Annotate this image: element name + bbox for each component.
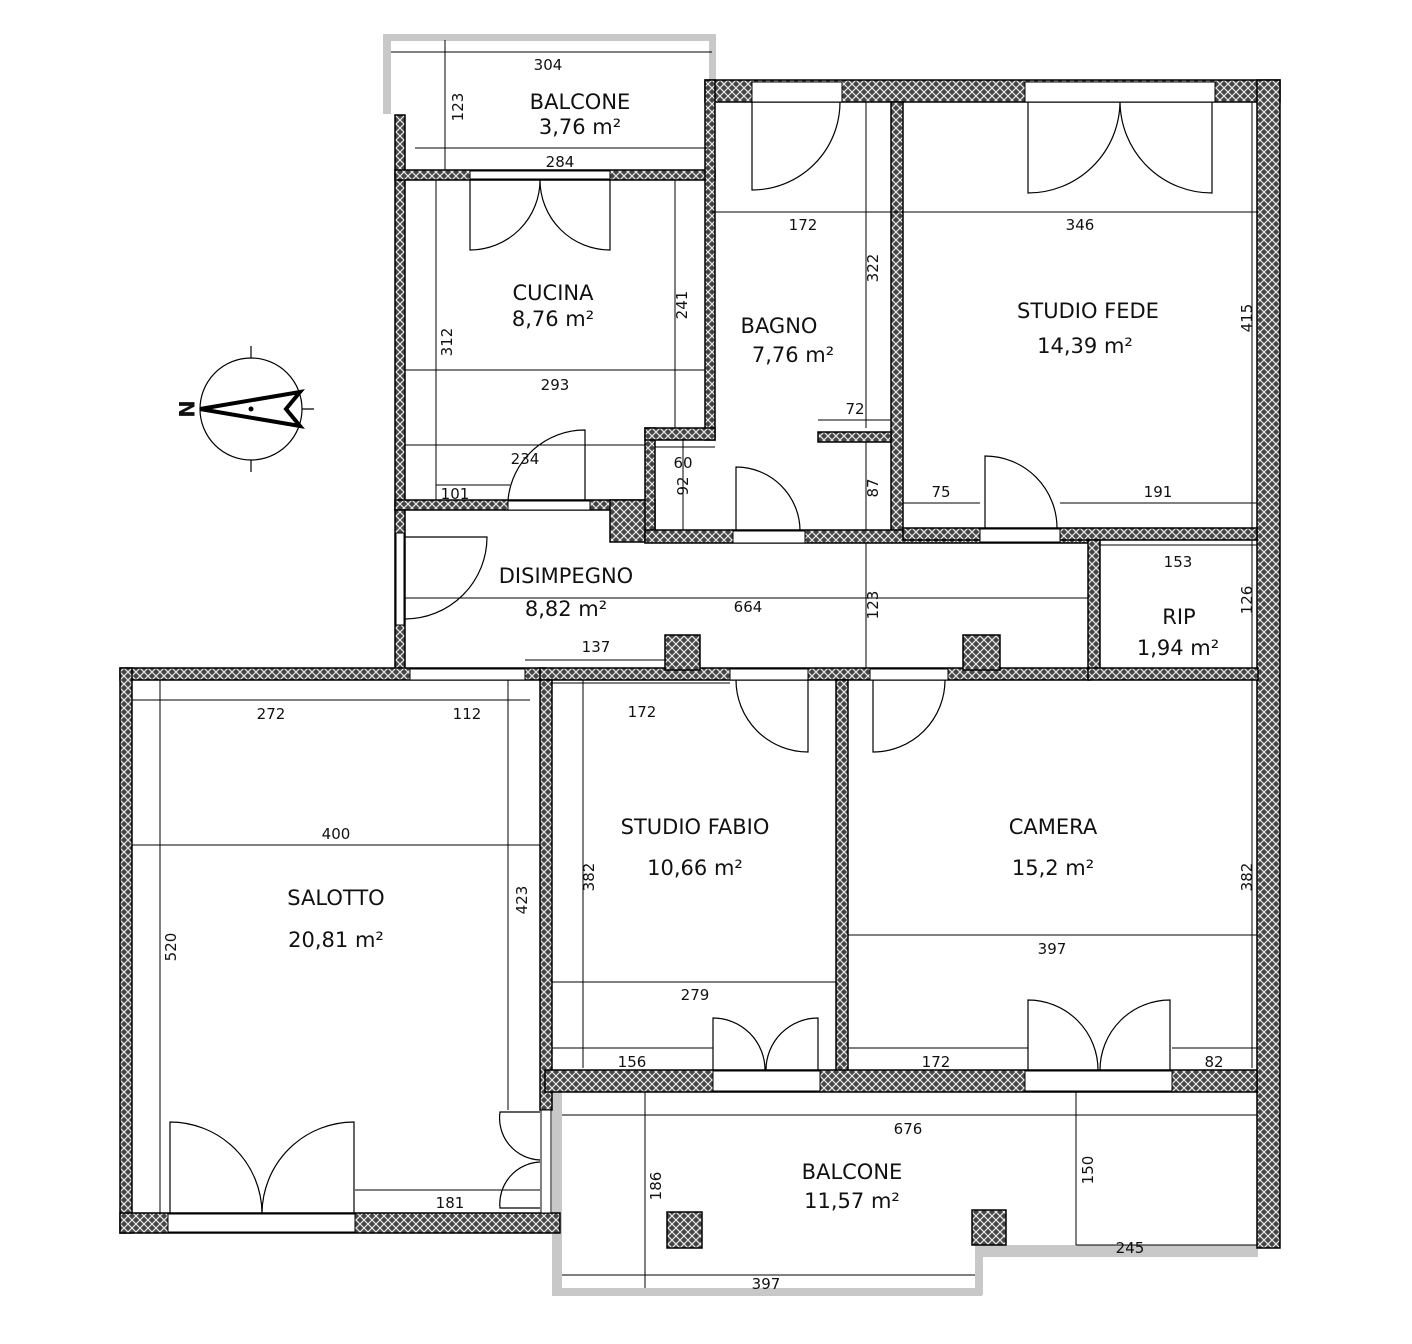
- dimension-label: 92: [674, 476, 692, 495]
- dimension-label: 137: [582, 638, 611, 656]
- dimension-label: 397: [1038, 940, 1067, 958]
- room-area: 8,76 m²: [512, 307, 594, 331]
- dimension-label: 172: [922, 1053, 951, 1071]
- dimension-label: 172: [789, 216, 818, 234]
- room-area: 10,66 m²: [647, 856, 743, 880]
- dimension-label: 186: [647, 1172, 665, 1201]
- room-area: 11,57 m²: [804, 1189, 900, 1213]
- dimension-label: 304: [534, 56, 563, 74]
- doors: [169, 101, 1213, 1214]
- room-name: CUCINA: [513, 281, 595, 305]
- dimension-label: 382: [1238, 863, 1256, 892]
- room-name: STUDIO FABIO: [621, 815, 770, 839]
- room-area: 15,2 m²: [1012, 856, 1094, 880]
- dimension-label: 272: [257, 705, 286, 723]
- dimension-label: 75: [931, 483, 950, 501]
- dimension-label: 123: [864, 591, 882, 620]
- dimension-label: 520: [162, 933, 180, 962]
- dimension-label: 153: [1164, 553, 1193, 571]
- room-name: STUDIO FEDE: [1017, 299, 1159, 323]
- dimension-label: 123: [449, 93, 467, 122]
- compass-arrow-icon: [199, 389, 305, 429]
- dimension-label: 126: [1238, 586, 1256, 615]
- room-name: DISIMPEGNO: [499, 564, 633, 588]
- dimension-label: 234: [511, 450, 540, 468]
- room-name: CAMERA: [1009, 815, 1098, 839]
- dimension-lines: [132, 40, 1257, 1288]
- room-area: 14,39 m²: [1037, 334, 1133, 358]
- dimension-label: 664: [734, 598, 763, 616]
- dimension-label: 322: [864, 254, 882, 283]
- dimension-label: 293: [541, 376, 570, 394]
- room-name: BAGNO: [741, 314, 818, 338]
- dimension-label: 60: [673, 454, 692, 472]
- dimension-label: 112: [453, 705, 482, 723]
- dimension-label: 423: [513, 886, 531, 915]
- dimension-label: 101: [441, 485, 470, 503]
- room-name: RIP: [1162, 605, 1195, 629]
- dimension-label: 241: [673, 291, 691, 320]
- room-area: 1,94 m²: [1137, 636, 1219, 660]
- compass-label: N: [174, 400, 198, 418]
- room-area: 20,81 m²: [288, 928, 384, 952]
- dimension-label: 82: [1204, 1053, 1223, 1071]
- room-labels: BALCONE 3,76 m² CUCINA 8,76 m² BAGNO 7,7…: [287, 90, 1219, 1213]
- room-name: BALCONE: [802, 1160, 903, 1184]
- dimension-label: 676: [894, 1120, 923, 1138]
- dimension-label: 72: [845, 400, 864, 418]
- dimension-label: 87: [864, 478, 882, 497]
- balcony-railings: [383, 34, 1258, 1296]
- dimension-label: 312: [438, 328, 456, 357]
- room-area: 7,76 m²: [752, 343, 834, 367]
- room-name: BALCONE: [530, 90, 631, 114]
- dimension-label: 284: [546, 153, 575, 171]
- dimension-label: 181: [436, 1194, 465, 1212]
- dimension-label: 346: [1066, 216, 1095, 234]
- dimension-labels: 304 123 284 172 346 322 415 312 241 293 …: [162, 56, 1256, 1293]
- dimension-label: 191: [1144, 483, 1173, 501]
- dimension-label: 400: [322, 825, 351, 843]
- dimension-label: 245: [1116, 1239, 1145, 1257]
- dimension-label: 382: [580, 863, 598, 892]
- windows: [167, 81, 1216, 1233]
- room-area: 8,82 m²: [525, 597, 607, 621]
- room-area: 3,76 m²: [539, 115, 621, 139]
- dimension-label: 156: [618, 1053, 647, 1071]
- dimension-label: 415: [1238, 304, 1256, 333]
- dimension-label: 397: [752, 1275, 781, 1293]
- room-name: SALOTTO: [287, 886, 384, 910]
- dimension-label: 279: [681, 986, 710, 1004]
- dimension-label: 150: [1079, 1156, 1097, 1185]
- dimension-label: 172: [628, 703, 657, 721]
- north-compass: N: [174, 346, 314, 472]
